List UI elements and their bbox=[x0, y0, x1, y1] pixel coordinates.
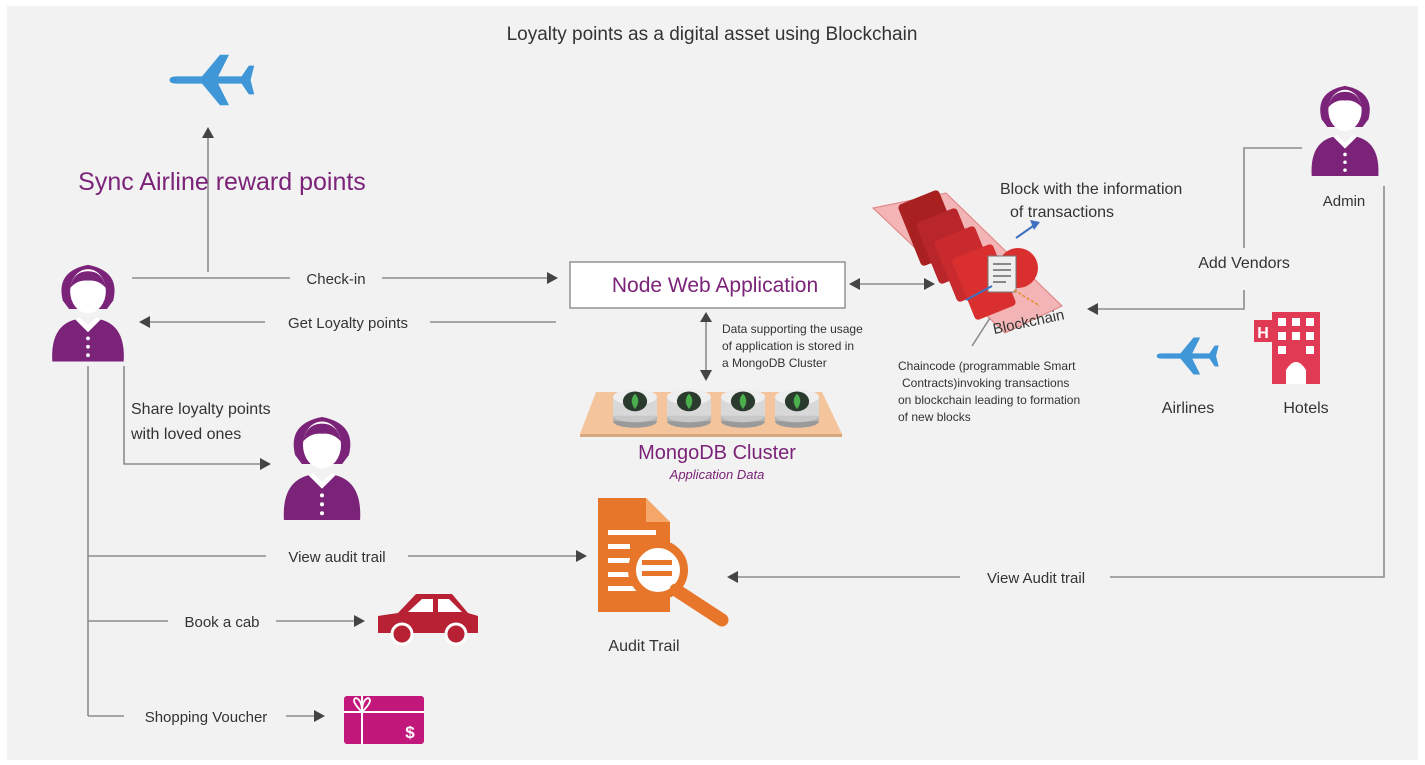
mongodb-disk-icon bbox=[721, 389, 765, 428]
get-loyalty-label: Get Loyalty points bbox=[288, 315, 408, 332]
data-note-line3: a MongoDB Cluster bbox=[722, 356, 827, 370]
loved-one-person-icon bbox=[283, 416, 361, 520]
node-web-app-label: Node Web Application bbox=[612, 274, 818, 297]
block-note-line2: of transactions bbox=[1010, 204, 1114, 221]
admin-label: Admin bbox=[1323, 193, 1366, 210]
audit-trail-label: Audit Trail bbox=[608, 638, 679, 655]
mongodb-cluster-label: MongoDB Cluster bbox=[638, 442, 796, 464]
chaincode-note-line2: Contracts)invoking transactions bbox=[902, 376, 1069, 390]
svg-text:$: $ bbox=[405, 723, 415, 742]
airlines-label: Airlines bbox=[1162, 400, 1214, 417]
sync-airline-label: Sync Airline reward points bbox=[78, 168, 366, 196]
mongodb-disk-icon bbox=[775, 389, 819, 428]
data-note-line2: of application is stored in bbox=[722, 339, 854, 353]
chaincode-note-line4: of new blocks bbox=[898, 410, 971, 424]
gift-card-icon: $ bbox=[344, 696, 424, 744]
audit-document-magnifier-icon bbox=[598, 498, 729, 627]
view-audit-admin-label: View Audit trail bbox=[987, 570, 1085, 587]
user-person-icon bbox=[52, 264, 124, 362]
blockchain-graphic bbox=[871, 190, 1063, 334]
block-note-line1: Block with the information bbox=[1000, 181, 1182, 198]
diagram-svg: Loyalty points as a digital asset using … bbox=[52, 24, 1385, 744]
share-label-line1: Share loyalty points bbox=[131, 401, 271, 418]
hotel-building-icon: H bbox=[1254, 312, 1320, 384]
diagram-title: Loyalty points as a digital asset using … bbox=[507, 24, 918, 45]
mongodb-subtitle: Application Data bbox=[669, 467, 765, 482]
data-note-line1: Data supporting the usage bbox=[722, 322, 863, 336]
mongodb-disk-icon bbox=[667, 389, 711, 428]
admin-person-icon bbox=[1311, 85, 1379, 176]
hotels-label: Hotels bbox=[1283, 400, 1328, 417]
mongodb-disk-icon bbox=[613, 389, 657, 428]
vendor-airplane-icon bbox=[1156, 337, 1219, 375]
share-label-line2: with loved ones bbox=[130, 426, 241, 443]
add-vendors-label: Add Vendors bbox=[1198, 255, 1290, 272]
airline-airplane-icon bbox=[169, 54, 255, 106]
diagram-canvas: Loyalty points as a digital asset using … bbox=[7, 6, 1418, 760]
view-audit-user-label: View audit trail bbox=[288, 549, 385, 566]
chaincode-note-line3: on blockchain leading to formation bbox=[898, 393, 1080, 407]
svg-text:H: H bbox=[1257, 325, 1269, 342]
check-in-label: Check-in bbox=[306, 271, 365, 288]
car-icon bbox=[378, 594, 478, 646]
book-cab-label: Book a cab bbox=[184, 614, 259, 631]
shopping-voucher-label: Shopping Voucher bbox=[145, 709, 268, 726]
node-web-app-box bbox=[569, 261, 846, 309]
chaincode-note-line1: Chaincode (programmable Smart bbox=[898, 359, 1076, 373]
sync-arrowhead bbox=[202, 127, 214, 138]
